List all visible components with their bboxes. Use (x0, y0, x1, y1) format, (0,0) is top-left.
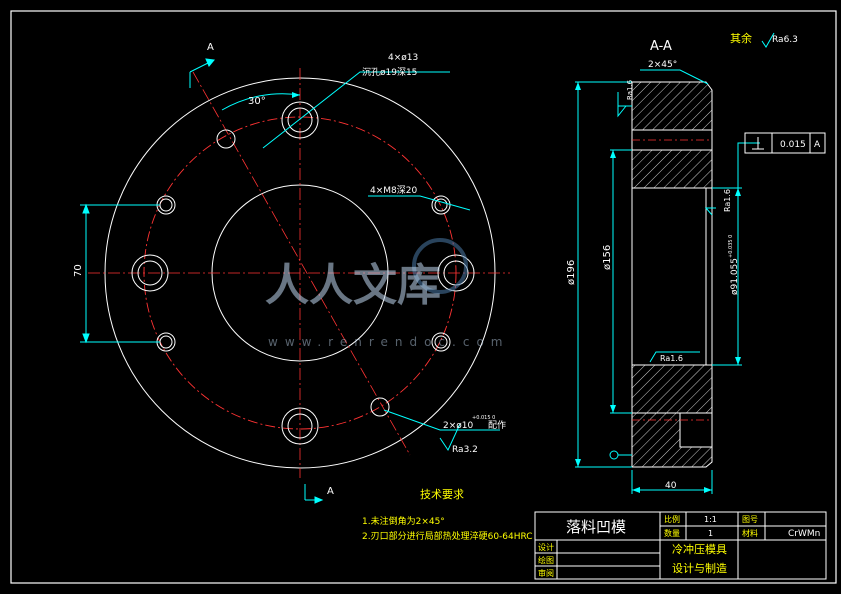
view-title: A-A (650, 39, 672, 54)
section-line (192, 71, 411, 456)
section-arrow-top (189, 58, 215, 88)
scale-value: 1:1 (704, 515, 717, 524)
dia-outer: ø196 (566, 260, 577, 285)
hole-note-1: 4×ø13 (388, 53, 418, 63)
section-hatch-top (631, 81, 713, 131)
section-hatch-lower (631, 364, 713, 414)
watermark-emblem (412, 238, 468, 294)
datum-letter: A (814, 140, 821, 150)
roughness-symbol (439, 423, 461, 452)
rest-roughness-value: Ra6.3 (772, 35, 798, 45)
dia-pilot: ø91.055 (730, 258, 740, 295)
thread-leader (368, 195, 471, 211)
thread-note: 4×M8深20 (370, 185, 417, 196)
drawing-no-label: 图号 (742, 515, 758, 524)
pin-suffix: 配作 (488, 419, 506, 431)
chamfer-label: 2×45° (648, 60, 677, 70)
watermark-text: 人人文库 (265, 260, 441, 311)
width-label: 40 (665, 481, 677, 491)
section-outline (631, 82, 713, 467)
title-block (534, 511, 827, 580)
pin-note: 2×ø10 (443, 421, 473, 431)
qty-label: 数量 (664, 528, 680, 538)
rest-roughness-symbol (761, 32, 775, 48)
watermark-url: www.renrendoc.com (268, 335, 509, 349)
section-view (575, 32, 826, 494)
dia-bore: ø156 (602, 245, 613, 270)
tolerance-frame (744, 132, 826, 154)
check-label: 审阅 (538, 568, 554, 578)
pin-tolerance: +0.015 0 (472, 415, 495, 421)
hole-leader (262, 71, 450, 149)
drawing-border (10, 10, 837, 584)
tech-item-2: 2.刃口部分进行局部热处理淬硬60-64HRC (362, 530, 533, 542)
front-view (80, 58, 510, 504)
hole-note-2: 沉孔ø19深15 (362, 67, 417, 78)
section-arrow-bottom (304, 484, 324, 504)
dim-70-label: 70 (73, 264, 84, 277)
dia-pilot-tolerance: +0.035 0 (728, 235, 734, 258)
ra-bottom: Ra1.6 (660, 354, 683, 363)
angle-label: 30° (248, 96, 266, 107)
section-mark-bottom: A (327, 486, 334, 497)
tech-item-1: 1.未注倒角为2×45° (362, 515, 445, 527)
part-name: 落料凹模 (566, 518, 626, 536)
tech-title: 技术要求 (420, 488, 464, 501)
qty-value: 1 (708, 529, 713, 538)
dim-70 (80, 203, 160, 344)
pin-roughness: Ra3.2 (452, 445, 478, 455)
section-mark-top: A (207, 42, 214, 53)
design-label: 设计 (538, 542, 554, 552)
pin-leader (383, 409, 500, 431)
counterbore-step (679, 412, 713, 448)
rest-roughness-label: 其余 (730, 31, 752, 45)
scale-label: 比例 (664, 514, 680, 524)
material-label: 材料 (742, 528, 758, 538)
tolerance-value: 0.015 (780, 140, 806, 150)
section-hatch-upper (631, 149, 713, 189)
material-value: CrWMn (788, 529, 820, 539)
threaded-hole (156, 195, 451, 352)
section-dims (575, 69, 760, 494)
course-line-2: 设计与制造 (672, 561, 727, 575)
draw-label: 绘图 (538, 555, 554, 565)
datum-marker (609, 450, 632, 460)
ra-mid: Ra1.6 (723, 189, 732, 212)
ra-top: Ra1.6 (626, 79, 634, 100)
pin-hole (216, 129, 390, 417)
course-line-1: 冷冲压模具 (672, 542, 727, 556)
